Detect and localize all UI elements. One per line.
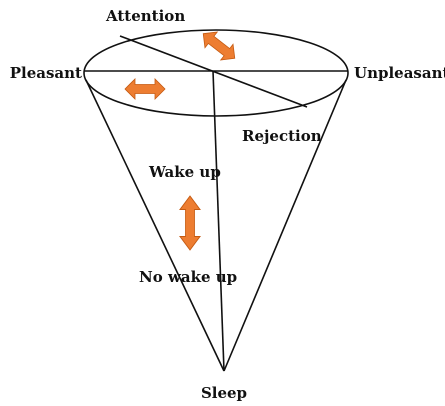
cone-outline	[83, 29, 349, 372]
wake-sleep-arrow	[179, 195, 201, 251]
label-no-wake-up: No wake up	[139, 268, 237, 286]
attention-rejection-axis	[119, 35, 308, 108]
label-unpleasant: Unpleasant	[354, 64, 445, 82]
pleasant-arrow	[124, 78, 166, 100]
labels: Attention Pleasant Unpleasant Rejection …	[10, 7, 445, 402]
cone-axis	[212, 70, 225, 372]
label-pleasant: Pleasant	[10, 64, 82, 82]
cone-right-side	[223, 79, 347, 372]
cone-top-ellipse	[83, 29, 349, 117]
label-rejection: Rejection	[242, 127, 322, 145]
cone-left-side	[85, 79, 225, 372]
label-wake-up: Wake up	[148, 163, 221, 181]
label-attention: Attention	[105, 7, 185, 25]
attention-rejection-arrow	[196, 25, 242, 67]
label-sleep: Sleep	[201, 384, 247, 402]
